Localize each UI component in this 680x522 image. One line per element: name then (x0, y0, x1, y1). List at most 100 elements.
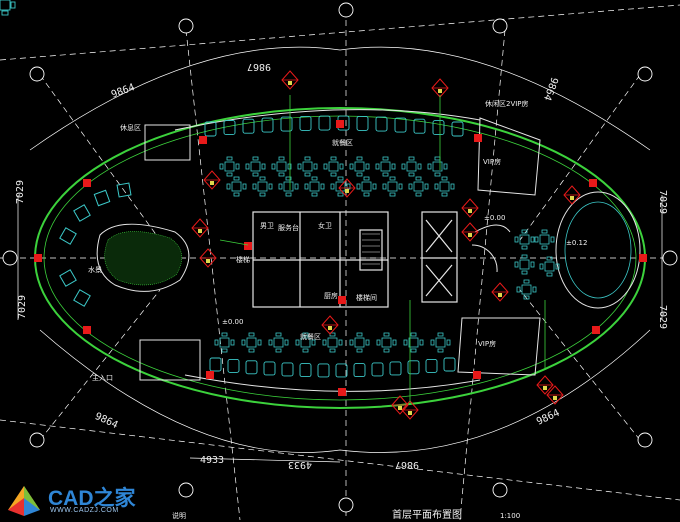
table-set (403, 332, 424, 353)
booth-seat (263, 361, 276, 376)
booth-seat (245, 360, 258, 375)
table-set (219, 156, 240, 177)
column (336, 120, 344, 128)
booth-seat (299, 363, 312, 378)
booth-seat (353, 363, 366, 378)
round-lounge (471, 191, 641, 309)
column (338, 296, 346, 304)
label-stair-left: 楼梯 (236, 255, 250, 264)
column (244, 242, 252, 250)
booth-seat (371, 362, 384, 377)
section-marker-icon (391, 395, 409, 415)
table-set (241, 332, 262, 353)
logo-name: CAD之家 (48, 487, 136, 510)
dining-furniture (0, 0, 16, 16)
table-set (271, 156, 292, 177)
booth-seat (209, 357, 222, 372)
section-marker-icon (191, 218, 209, 238)
cad-logo-icon (8, 486, 40, 516)
booth-seat (413, 118, 426, 134)
table-set (375, 156, 396, 177)
booth-seat (204, 121, 217, 137)
dim-top-center: 9867 (247, 61, 271, 72)
section-marker-icon (203, 170, 221, 190)
drawing-note: 说明 (172, 511, 186, 520)
dim-bottom-left: 9864 (93, 411, 119, 431)
central-core (252, 211, 458, 308)
detail-markers (191, 70, 581, 420)
table-set (516, 279, 537, 300)
section-marker-icon (338, 178, 356, 198)
table-set (304, 176, 325, 197)
section-marker-icon (563, 185, 581, 205)
table-set (268, 332, 289, 353)
label-vip-note: 休闲区2VIP房 (485, 99, 529, 108)
dim-top-right: 9864 (541, 76, 560, 102)
section-marker-icon (546, 385, 564, 405)
dim-bottom-small-left: 4933 (200, 455, 224, 466)
section-marker-icon (536, 375, 554, 395)
table-set (322, 332, 343, 353)
table-set (214, 332, 235, 353)
booth-seat (425, 358, 438, 373)
dim-top-left: 9864 (110, 82, 136, 101)
label-lobby: 服务台 (278, 223, 299, 232)
dim-bottom-small-right: 4933 (288, 459, 312, 470)
booth-seating-bottom (209, 357, 456, 378)
table-set (434, 176, 455, 197)
table-set (356, 176, 377, 197)
interior-walls (139, 109, 481, 392)
booth-seat (389, 361, 402, 376)
column (589, 179, 597, 187)
label-kitchen: 厨房 (324, 291, 338, 300)
table-set (252, 176, 273, 197)
label-main-entrance: 主入口 (92, 373, 113, 382)
table-set (245, 156, 266, 177)
left-arc-tables (59, 182, 132, 307)
table-set (349, 156, 370, 177)
table-set (226, 176, 247, 197)
booth-seat (242, 118, 255, 134)
drawing-scale: 1:100 (500, 512, 520, 520)
table-set (408, 176, 429, 197)
table-set (539, 256, 560, 277)
label-vip-top: VIP房 (483, 157, 501, 166)
label-water: 水景 (88, 265, 102, 274)
section-marker-icon (431, 78, 449, 98)
booth-seat (317, 363, 330, 378)
booth-seat (375, 116, 388, 132)
table-set (297, 156, 318, 177)
label-rest: 休息区 (120, 123, 141, 132)
booth-seat (280, 116, 293, 132)
label-wc-f: 女卫 (318, 221, 332, 230)
booth-seat (356, 115, 369, 131)
table-set (514, 254, 535, 275)
dim-right-upper: 7029 (657, 190, 668, 214)
level-left: ±0.00 (222, 318, 243, 326)
column (83, 326, 91, 334)
dim-left-upper: 7029 (15, 180, 26, 204)
column (206, 371, 214, 379)
label-dining-bottom: 就餐区 (300, 332, 321, 341)
section-marker-icon (461, 198, 479, 218)
section-marker-icon (461, 222, 479, 242)
dim-left-lower: 7029 (17, 295, 28, 319)
drawing-title: 首层平面布置图 (392, 508, 462, 521)
leader-lines (219, 95, 546, 405)
section-marker-icon (199, 248, 217, 268)
column (338, 388, 346, 396)
booth-seating-top (204, 115, 464, 137)
table-set (427, 156, 448, 177)
grid-bubbles (2, 2, 678, 513)
label-wc-m: 男卫 (260, 222, 274, 230)
table-set (278, 176, 299, 197)
section-marker-icon (491, 282, 509, 302)
table-set (430, 332, 451, 353)
column (199, 136, 207, 144)
booth-seat (299, 115, 312, 131)
section-marker-icon (281, 70, 299, 90)
booth-seat (443, 357, 456, 372)
booth-seat (394, 117, 407, 133)
table-set (382, 176, 403, 197)
